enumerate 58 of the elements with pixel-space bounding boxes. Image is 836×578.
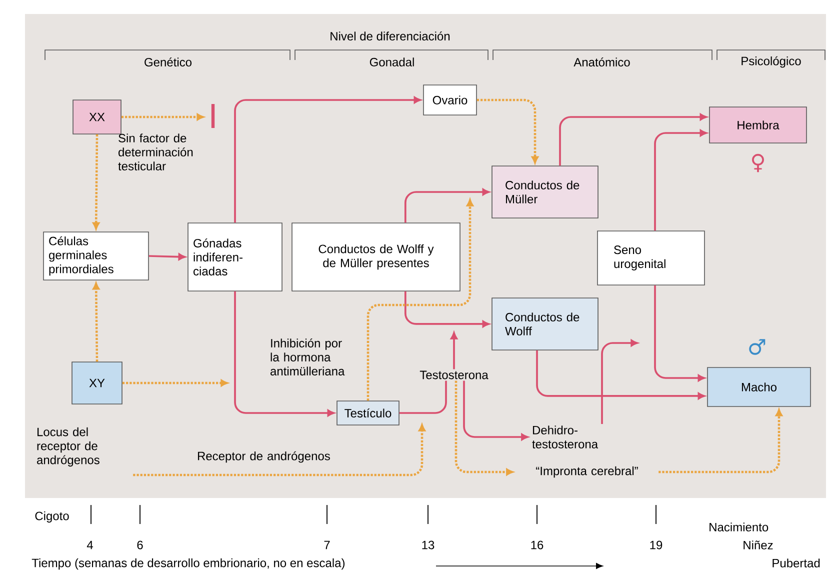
column-heading: Gonadal	[370, 58, 414, 66]
hormone-label: Dehidro-testosterona	[532, 426, 598, 448]
arrow	[463, 380, 528, 440]
arrow	[404, 188, 490, 223]
column-heading: Psicológico	[742, 56, 801, 68]
process-box: Testículo	[336, 400, 400, 426]
arrow	[121, 114, 204, 120]
arrow	[122, 380, 228, 386]
gender-symbol: ♀	[752, 154, 764, 172]
arrow	[366, 199, 474, 401]
hormone-label: Testosterona	[420, 370, 488, 380]
arrow	[234, 291, 334, 416]
genotype-box: XY	[72, 362, 122, 404]
arrow	[654, 130, 707, 231]
column-heading: Anatómico	[574, 58, 630, 66]
arrow	[148, 253, 186, 260]
gender-symbol: ♂	[749, 339, 766, 355]
outcome-box: Macho	[707, 367, 811, 407]
process-box: Gónadas indiferen-ciadas	[188, 222, 282, 292]
arrow	[476, 98, 538, 164]
arrow	[658, 409, 782, 474]
process-label: “Impronta cerebral”	[536, 466, 638, 478]
edge-label: Receptor de andrógenos	[198, 451, 330, 463]
tick-label: 7	[324, 540, 330, 550]
process-box: Seno urogenital	[597, 230, 705, 286]
process-box: Conductos de Wolff y de Müller presentes	[292, 222, 460, 292]
arrow	[454, 380, 514, 476]
tick-label: 13	[422, 540, 434, 550]
stage-label: Pubertad	[772, 558, 820, 568]
edge-label: Sin factor de determinación testicular	[118, 134, 193, 170]
locus-label: Locus del receptor de andrógenos	[37, 427, 100, 467]
arrow	[601, 340, 638, 424]
stage-label: Nacimiento	[710, 522, 768, 532]
process-box: Ovario	[423, 84, 477, 116]
tick-label: 19	[650, 540, 662, 550]
arrow	[654, 285, 705, 382]
tick-label: 4	[86, 540, 93, 550]
arrow	[404, 291, 490, 328]
arrow	[234, 96, 421, 223]
arrow	[92, 134, 100, 230]
outcome-box: Hembra	[709, 106, 807, 144]
tick-label: 6	[137, 540, 143, 550]
stage-label: Niñez	[744, 540, 773, 550]
genotype-box: XX	[72, 100, 122, 134]
tick-label: 16	[531, 540, 544, 550]
arrow	[559, 114, 707, 166]
arrow	[133, 424, 426, 476]
arrow	[450, 332, 458, 370]
heading: Nivel de diferenciación	[330, 32, 450, 40]
axis-title: Tiempo (semanas de desarrollo embrionario, no en escala)	[32, 558, 344, 570]
edge-label: Inhibición por la hormona antimülleriana	[270, 338, 345, 376]
column-heading: Genético	[144, 58, 192, 66]
process-box: Conductos de Müller	[492, 166, 598, 218]
arrow	[92, 282, 100, 362]
process-box: Conductos de Wolff	[492, 298, 598, 350]
arrow	[536, 350, 705, 400]
process-box: Células germinales primordiales	[43, 232, 149, 280]
stage-label: Cigoto	[35, 511, 69, 523]
